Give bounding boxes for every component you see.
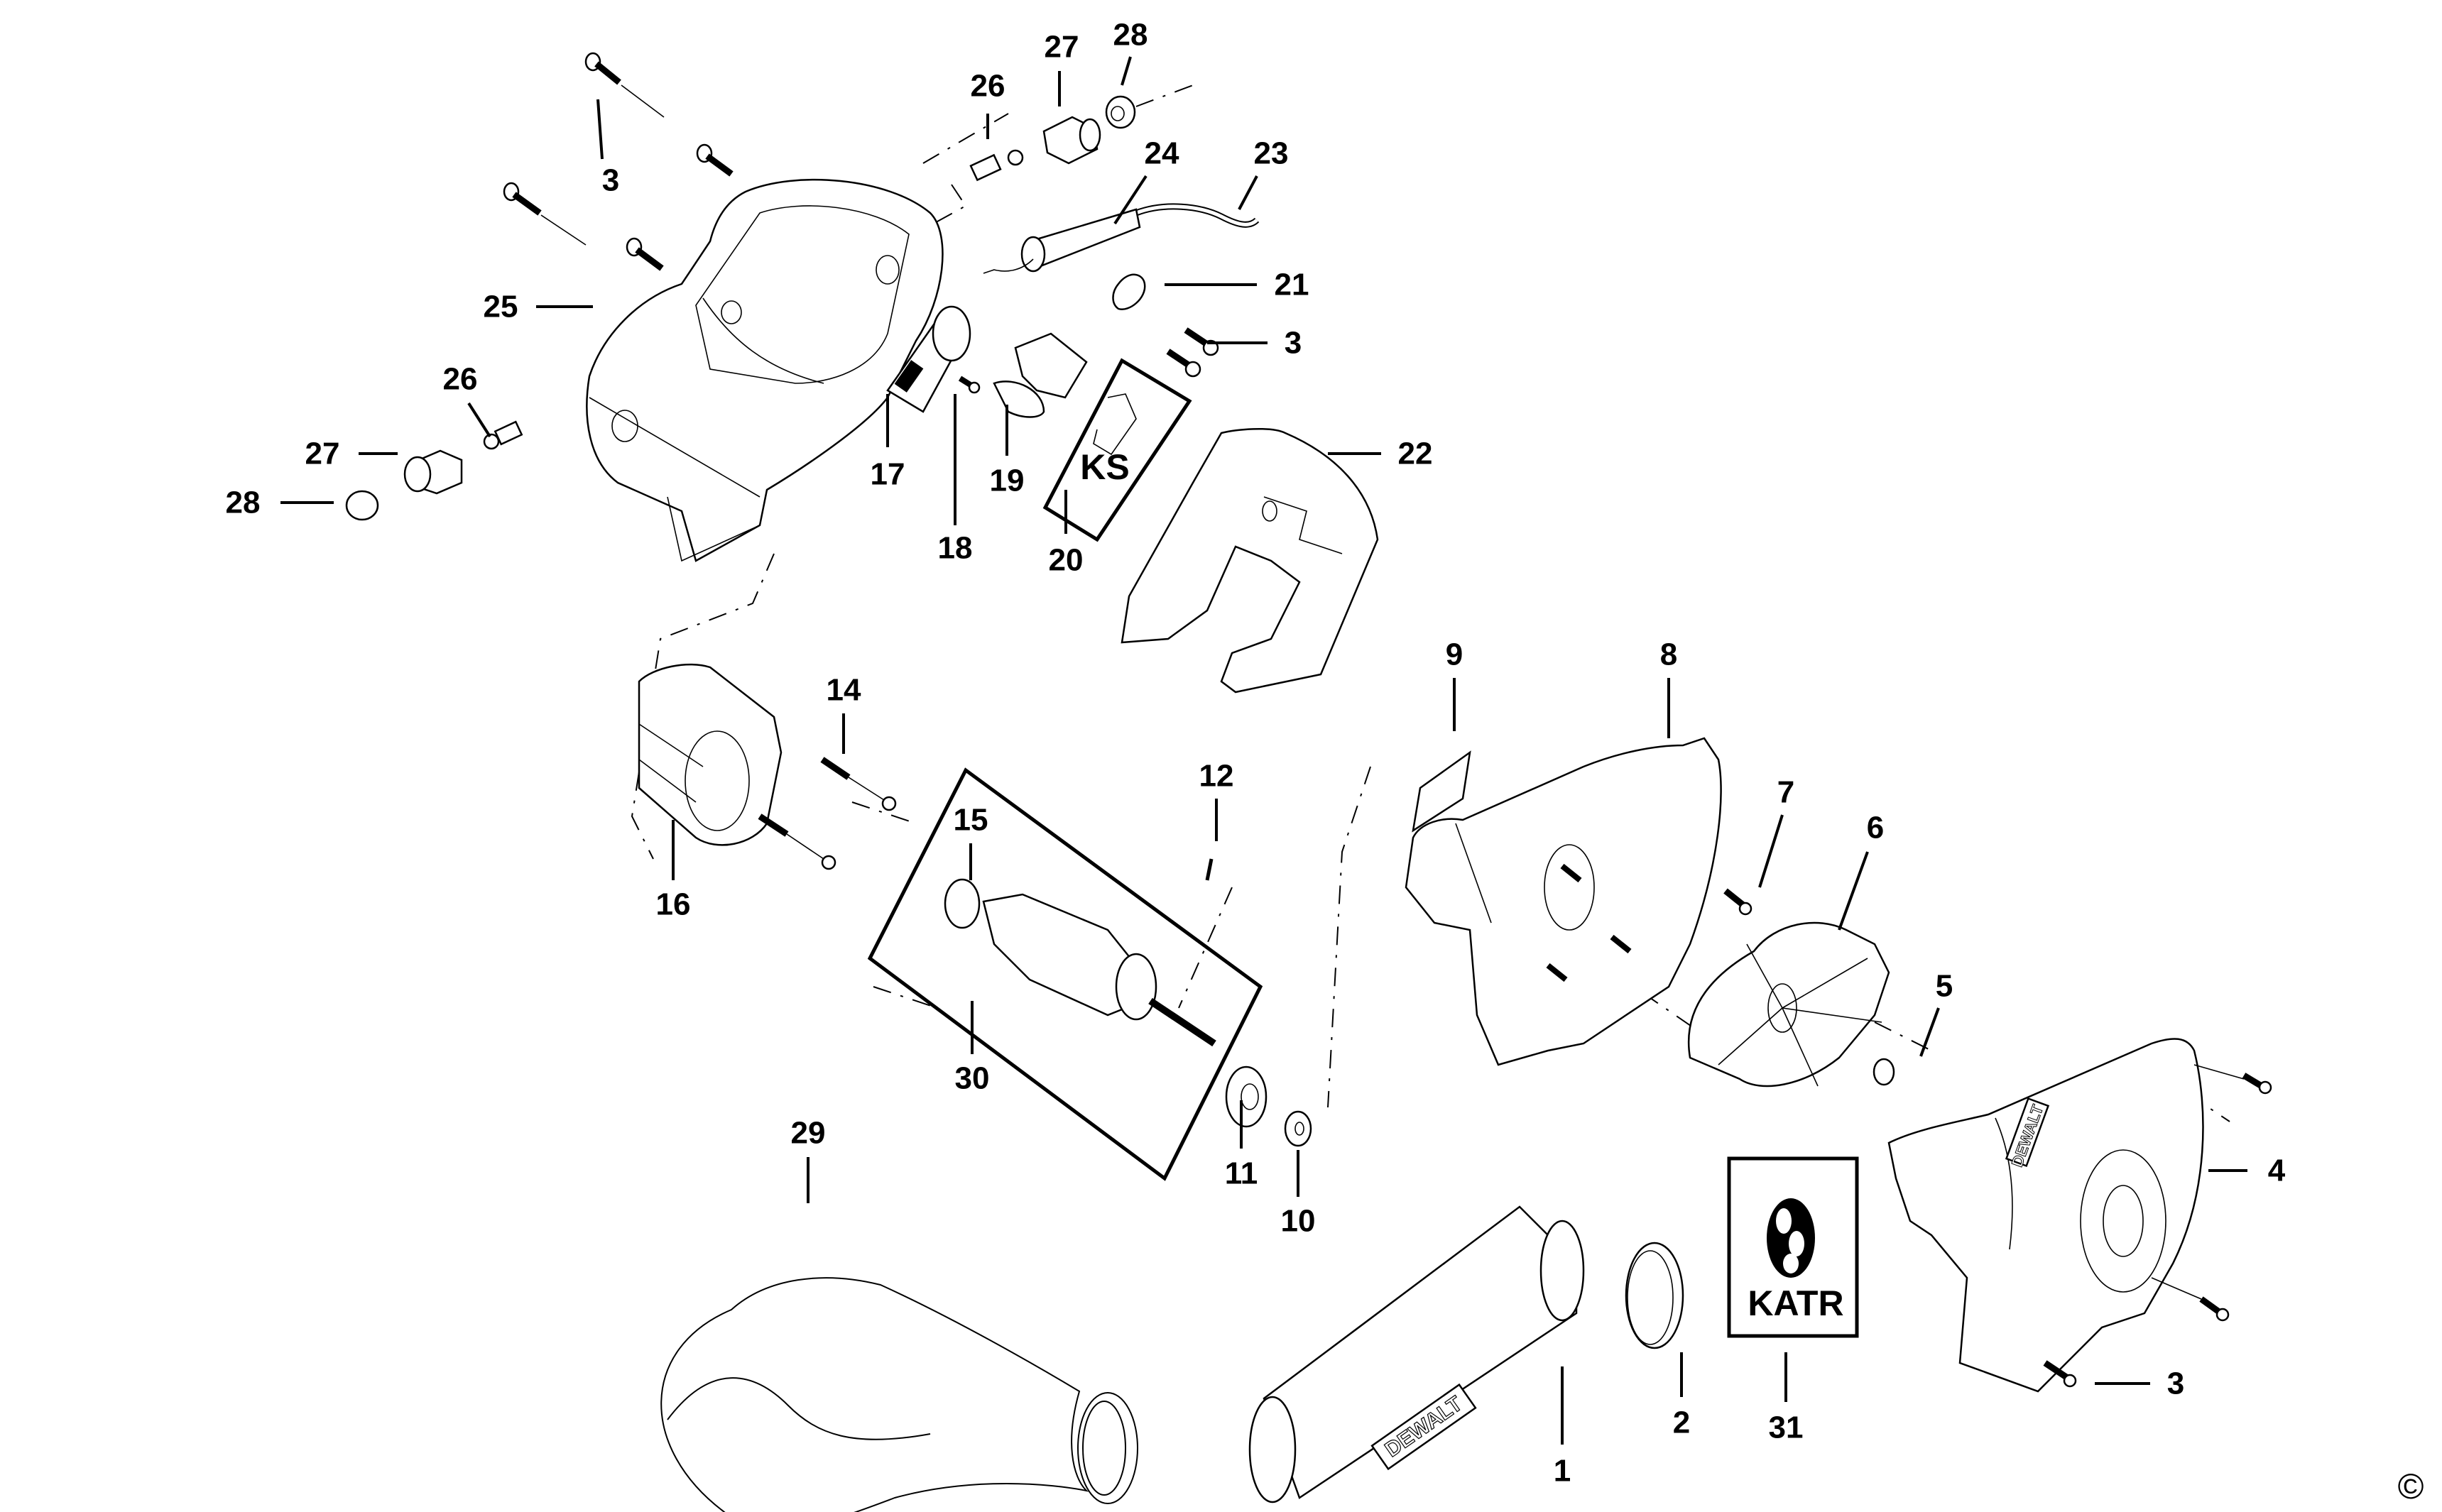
brush-cap-28-top	[1105, 95, 1136, 129]
callout-7: 7	[1777, 775, 1794, 810]
copyright-mark: ©	[2398, 1467, 2424, 1506]
callout-18: 18	[938, 531, 973, 566]
fan-housing-8	[1405, 737, 1722, 1066]
screw-3-top-1	[584, 52, 665, 118]
callout-3: 3	[602, 163, 619, 198]
callout-17: 17	[871, 457, 905, 492]
callout-31: 31	[1769, 1410, 1804, 1445]
callout-6: 6	[1867, 811, 1884, 845]
callout-numbers: 3 26 27 28 24 23 21 3 25 26 27 28 17 18 …	[226, 18, 2286, 1489]
callout-27: 27	[1045, 30, 1079, 65]
speed-control-17	[886, 305, 971, 413]
carbon-brush-26-left	[483, 420, 523, 450]
callout-8: 8	[1660, 637, 1677, 672]
callout-25: 25	[484, 290, 518, 324]
callout-22: 22	[1398, 437, 1433, 471]
callout-28: 28	[226, 486, 261, 520]
kit-box-ks: KS	[1042, 358, 1192, 542]
kit-code-ks: KS	[1080, 447, 1129, 487]
callout-30: 30	[955, 1061, 990, 1096]
power-cord-23	[1135, 203, 1260, 228]
cord-protector-24	[983, 208, 1141, 274]
kit-box-katr: KATR	[1727, 1156, 1859, 1338]
callout-3: 3	[2167, 1366, 2184, 1401]
nut-5	[1873, 1058, 1895, 1086]
screw-3-top-4	[626, 237, 664, 271]
callout-10: 10	[1281, 1204, 1316, 1239]
callout-2: 2	[1673, 1406, 1690, 1440]
carbon-brush-26-top	[969, 149, 1024, 182]
screw-3-housing-mid	[2151, 1277, 2230, 1322]
callout-26: 26	[443, 362, 478, 397]
screw-3-housing-bottom	[2043, 1360, 2077, 1388]
armature-kit-box-30	[867, 767, 1263, 1181]
callout-26: 26	[971, 69, 1005, 104]
motor-housing-25	[586, 178, 944, 562]
callout-3: 3	[1285, 326, 1302, 361]
blower-housing-4: DEWALT	[1887, 1038, 2204, 1393]
brush-holder-27-top	[1042, 116, 1101, 165]
screw-3-top-3	[503, 182, 587, 246]
cord-clamp-21	[1112, 273, 1146, 311]
ring-2	[1625, 1242, 1684, 1349]
screw-7	[1723, 888, 1753, 916]
washer-10	[1284, 1110, 1312, 1147]
field-screws-14	[758, 757, 897, 870]
callout-15: 15	[954, 803, 988, 838]
callout-24: 24	[1145, 136, 1179, 171]
callout-14: 14	[827, 673, 861, 708]
screw-3-top-2	[696, 143, 734, 177]
switch-19	[993, 332, 1088, 418]
kit-code-katr: KATR	[1748, 1283, 1843, 1323]
callout-29: 29	[791, 1116, 826, 1151]
warning-label-9	[1412, 750, 1471, 833]
callout-27: 27	[305, 437, 340, 471]
wheel-icon	[1767, 1198, 1815, 1278]
brush-cap-28-left	[345, 490, 379, 521]
fan-impeller-6	[1687, 921, 1890, 1088]
brush-holder-27-left	[403, 449, 463, 495]
callout-12: 12	[1199, 759, 1234, 794]
callout-28: 28	[1113, 18, 1148, 53]
callout-11: 11	[1225, 1156, 1258, 1191]
callout-16: 16	[656, 887, 691, 922]
leader-lines	[280, 56, 2247, 1445]
bearing-11	[1225, 1065, 1268, 1128]
callout-1: 1	[1554, 1454, 1571, 1489]
callout-9: 9	[1446, 637, 1463, 672]
blow-tube-1: DEWALT	[1248, 1205, 1585, 1503]
screw-3-right-pair	[1166, 327, 1219, 378]
callout-20: 20	[1049, 543, 1084, 578]
callout-21: 21	[1275, 268, 1309, 302]
screw-3-housing-top	[2193, 1064, 2272, 1095]
handle-cover-22	[1121, 427, 1379, 694]
screw-18	[958, 376, 981, 394]
callout-19: 19	[990, 464, 1025, 498]
callout-23: 23	[1254, 136, 1289, 171]
callout-5: 5	[1936, 969, 1953, 1004]
nozzle-29	[660, 1277, 1138, 1512]
key-pin-12	[1205, 858, 1214, 881]
callout-4: 4	[2268, 1154, 2286, 1188]
